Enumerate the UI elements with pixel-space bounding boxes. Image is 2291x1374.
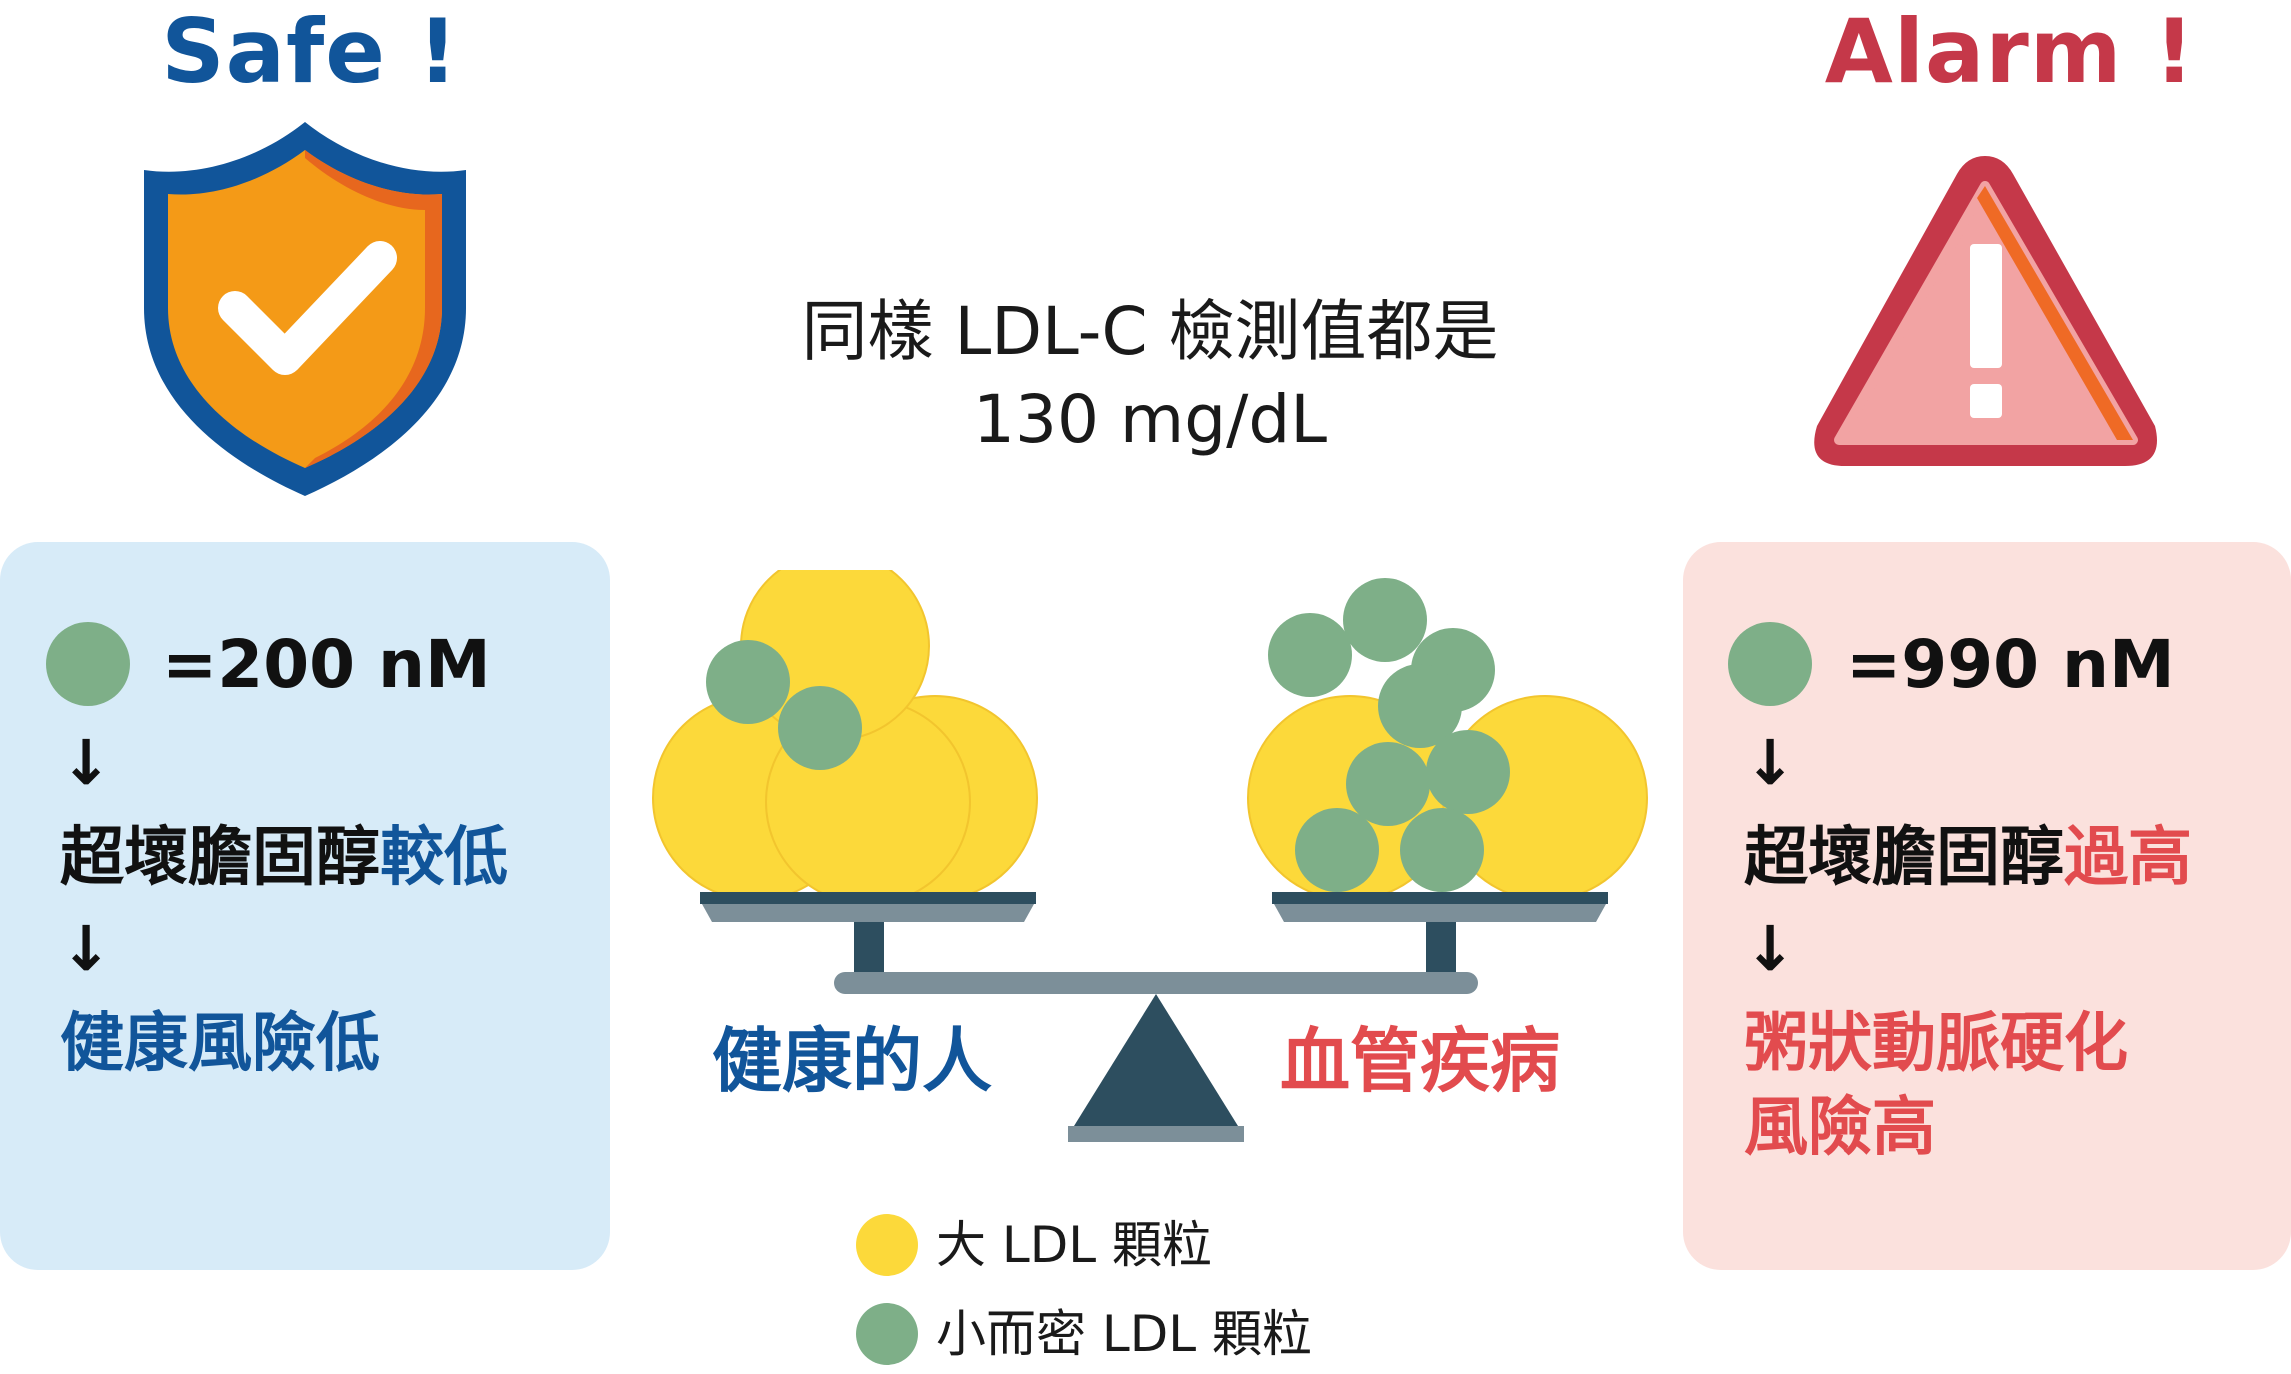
- down-arrow-icon: ↓: [60, 912, 112, 985]
- small-ldl-dot: [1728, 622, 1812, 706]
- alarm-line-1-accent: 過高: [2064, 821, 2192, 895]
- shield-check-icon: [144, 122, 466, 496]
- safe-value: =200 nM: [162, 626, 491, 703]
- small-ldl-legend-dot: [856, 1303, 918, 1365]
- small-ldl-dot: [46, 622, 130, 706]
- left-pan-particles: [652, 570, 1038, 905]
- alarm-line-1: 超壞膽固醇過高: [1744, 826, 2192, 890]
- alarm-title: Alarm !: [1824, 0, 2196, 103]
- alarm-line-1-text: 超壞膽固醇: [1744, 821, 2064, 895]
- down-arrow-icon: ↓: [60, 726, 112, 799]
- healthy-label: 健康的人: [712, 1020, 992, 1102]
- center-line-1: 同樣 LDL-C 檢測值都是: [801, 293, 1499, 370]
- safe-line-1-accent: 較低: [380, 821, 508, 895]
- safe-line-2: 健康風險低: [60, 1007, 380, 1081]
- alarm-line-2b: 風險高: [1744, 1091, 1936, 1165]
- center-description: 同樣 LDL-C 檢測值都是 130 mg/dL: [700, 288, 1600, 464]
- safe-line-1-text: 超壞膽固醇: [60, 821, 380, 895]
- balance-scale: [652, 570, 1648, 1142]
- small-ldl-legend-label: 小而密 LDL 顆粒: [936, 1305, 1313, 1363]
- disease-label: 血管疾病: [1280, 1020, 1560, 1102]
- safe-line-1: 超壞膽固醇較低: [60, 826, 508, 890]
- down-arrow-icon: ↓: [1744, 912, 1796, 985]
- right-pan-particles: [1247, 578, 1648, 901]
- center-line-2: 130 mg/dL: [972, 381, 1328, 458]
- large-ldl-legend-label: 大 LDL 顆粒: [936, 1216, 1213, 1274]
- alarm-value: =990 nM: [1846, 626, 2175, 703]
- large-ldl-legend-dot: [856, 1214, 918, 1276]
- safe-title: Safe !: [161, 0, 459, 103]
- alarm-line-2a: 粥狀動脈硬化: [1744, 1007, 2128, 1081]
- warning-triangle-icon: [1814, 156, 2157, 466]
- down-arrow-icon: ↓: [1744, 726, 1796, 799]
